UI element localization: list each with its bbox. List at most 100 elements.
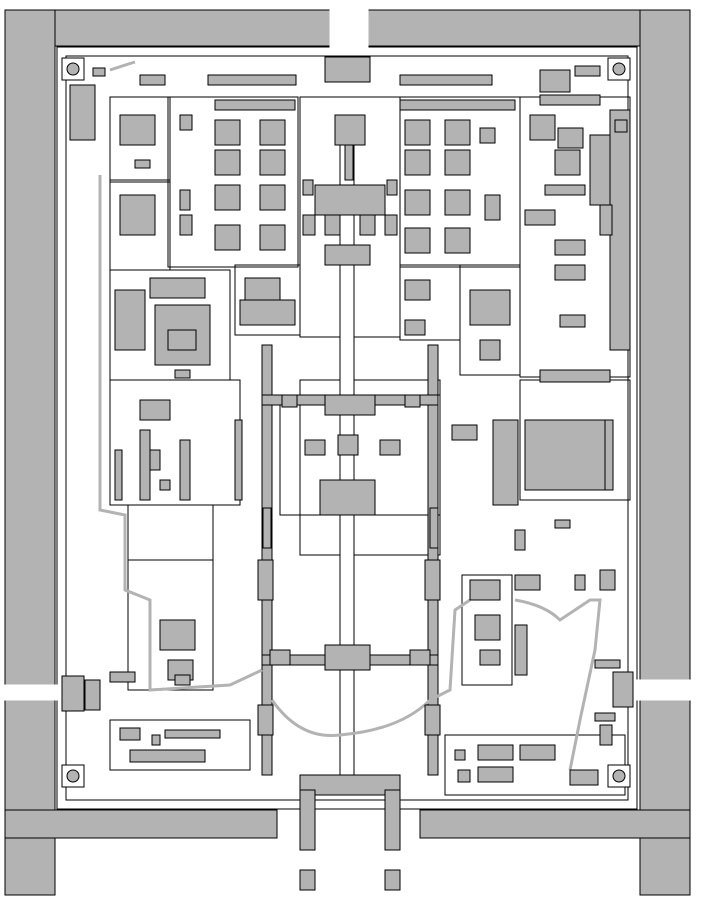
building xyxy=(299,774,401,796)
building xyxy=(119,727,141,741)
building xyxy=(174,674,191,686)
building xyxy=(474,614,501,641)
building xyxy=(594,712,616,722)
building xyxy=(574,574,586,591)
building xyxy=(589,134,611,206)
building xyxy=(214,184,241,211)
building xyxy=(214,149,241,176)
moat xyxy=(4,699,56,896)
building xyxy=(281,394,298,408)
building xyxy=(299,869,316,891)
building xyxy=(174,369,191,379)
corner-tower-roof xyxy=(66,769,80,783)
building xyxy=(514,624,528,676)
building xyxy=(539,94,601,106)
building xyxy=(302,214,316,236)
building xyxy=(469,579,501,601)
building xyxy=(492,419,519,506)
building xyxy=(404,149,431,176)
building xyxy=(594,659,621,669)
moat xyxy=(419,809,691,839)
building xyxy=(207,74,297,86)
building xyxy=(259,224,286,251)
building xyxy=(609,109,631,351)
courtyard-wall xyxy=(459,264,521,376)
building xyxy=(179,114,193,131)
courtyard-wall xyxy=(234,264,301,336)
building xyxy=(324,244,371,266)
building xyxy=(239,299,296,326)
building xyxy=(404,227,431,254)
building xyxy=(61,675,85,712)
building xyxy=(269,649,291,666)
moat xyxy=(4,809,278,839)
building xyxy=(114,289,146,351)
building xyxy=(604,419,614,491)
building xyxy=(574,65,601,77)
building xyxy=(399,74,493,86)
building xyxy=(514,529,526,551)
building xyxy=(179,439,191,501)
building xyxy=(404,319,426,336)
building xyxy=(544,184,586,196)
building xyxy=(479,649,501,666)
courtyard-wall xyxy=(461,574,513,686)
building xyxy=(119,114,156,146)
corner-towers xyxy=(61,57,631,788)
building xyxy=(109,671,136,683)
building xyxy=(214,119,241,146)
building xyxy=(457,769,471,783)
building xyxy=(149,277,206,299)
building xyxy=(484,194,501,221)
garden-path xyxy=(109,60,136,72)
building xyxy=(444,189,471,216)
building xyxy=(92,67,106,77)
building xyxy=(554,519,571,529)
corner-tower-roof xyxy=(612,62,626,76)
building xyxy=(557,127,584,149)
moat xyxy=(4,9,691,896)
building xyxy=(424,559,441,601)
garden-path xyxy=(514,598,602,771)
courtyard-wall xyxy=(109,719,251,771)
building xyxy=(259,149,286,176)
building xyxy=(302,179,314,196)
building xyxy=(384,789,401,851)
building xyxy=(424,704,441,736)
building xyxy=(314,184,386,216)
building xyxy=(539,369,611,383)
building xyxy=(454,749,466,761)
building xyxy=(324,394,376,416)
building xyxy=(612,671,634,708)
building xyxy=(599,204,613,236)
building xyxy=(599,724,613,746)
building xyxy=(139,399,171,421)
building xyxy=(344,144,354,181)
east-gate-passage xyxy=(629,679,691,701)
building xyxy=(444,149,471,176)
building xyxy=(151,734,161,746)
building xyxy=(324,56,371,83)
building xyxy=(259,184,286,211)
building xyxy=(334,114,366,146)
building xyxy=(379,439,401,456)
building xyxy=(384,869,401,891)
building xyxy=(524,419,606,491)
building xyxy=(539,69,571,93)
building xyxy=(559,314,586,328)
building xyxy=(404,279,431,301)
building xyxy=(114,449,123,501)
building xyxy=(262,507,272,549)
building xyxy=(404,119,431,146)
building xyxy=(164,729,221,739)
building xyxy=(149,449,161,471)
building xyxy=(519,744,556,761)
building xyxy=(84,679,101,711)
building xyxy=(384,214,398,236)
building xyxy=(554,239,586,256)
building xyxy=(469,289,511,326)
courtyard-wall xyxy=(167,96,299,268)
building xyxy=(319,479,376,516)
building xyxy=(139,74,166,86)
building xyxy=(514,574,541,591)
